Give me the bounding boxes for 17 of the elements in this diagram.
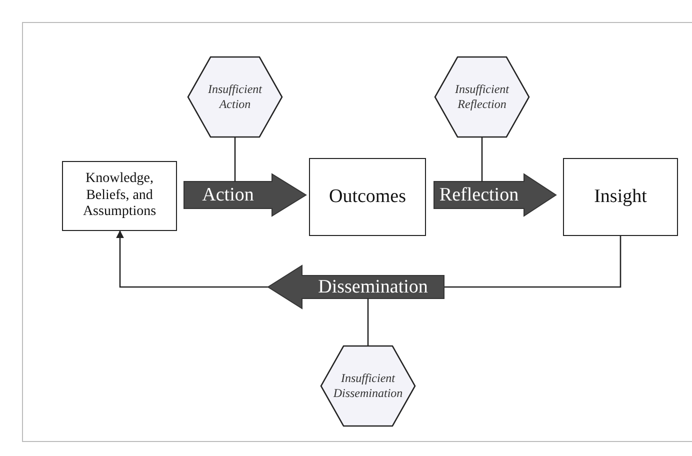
- block-arrow: [184, 173, 307, 217]
- box-label: Insight: [593, 184, 648, 209]
- connector-line: [481, 137, 483, 182]
- edge-label: Reflection: [439, 186, 519, 204]
- block-arrow: [434, 173, 557, 217]
- box-label: Outcomes: [328, 184, 408, 209]
- edge-label: Action: [202, 186, 254, 204]
- hexagon-label: Insufficient Reflection: [454, 82, 510, 112]
- process-box: [62, 161, 177, 231]
- connector-line: [367, 298, 369, 346]
- hexagon-label: Insufficient Action: [207, 82, 264, 112]
- box-label: Knowledge, Beliefs, and Assumptions: [82, 170, 158, 222]
- hexagon-label: Insufficient Dissemination: [332, 371, 404, 401]
- process-box: [563, 158, 678, 236]
- edge-label: Dissemination: [318, 278, 428, 296]
- process-box: [309, 158, 426, 236]
- connector-line: [234, 137, 236, 182]
